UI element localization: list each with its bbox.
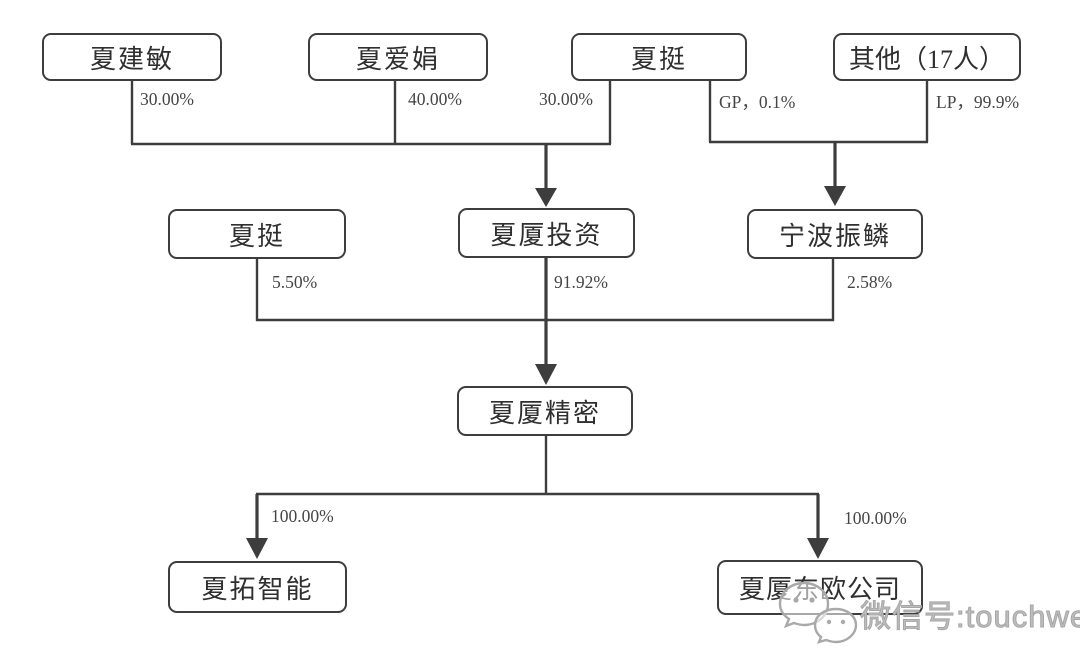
node-ningbo-zhenlin: 宁波振鳞 <box>747 209 923 259</box>
node-xiaxia-dongou: 夏厦东欧公司 <box>717 560 923 615</box>
node-xiaxia-touzi: 夏厦投资 <box>458 208 635 258</box>
node-xia-ting-mid: 夏挺 <box>168 209 346 259</box>
edge-label-jianmin-30: 30.00% <box>140 89 194 109</box>
edge-label-zhenlin-258: 2.58% <box>847 272 893 292</box>
edge-label-lp-999: LP，99.9% <box>936 92 1020 112</box>
edge-label-dongou-100: 100.00% <box>844 508 907 528</box>
edge-label-gp-01: GP，0.1% <box>719 92 796 112</box>
edge-label-aijuan-40: 40.00% <box>408 89 462 109</box>
node-xia-ting-top: 夏挺 <box>571 33 747 81</box>
node-xiatuo-zhineng: 夏拓智能 <box>168 561 347 613</box>
edge-label-touzi-9192: 91.92% <box>554 272 608 292</box>
node-xia-aijuan: 夏爱娟 <box>308 33 488 81</box>
edge-label-xiatuo-100: 100.00% <box>271 506 334 526</box>
edge-label-ting-550: 5.50% <box>272 272 318 292</box>
node-qita-17ren: 其他（17人） <box>833 33 1021 81</box>
edge-label-ting-30: 30.00% <box>539 89 593 109</box>
node-xiaxia-jingmi: 夏厦精密 <box>457 386 633 436</box>
node-xia-jianmin: 夏建敏 <box>42 33 222 81</box>
